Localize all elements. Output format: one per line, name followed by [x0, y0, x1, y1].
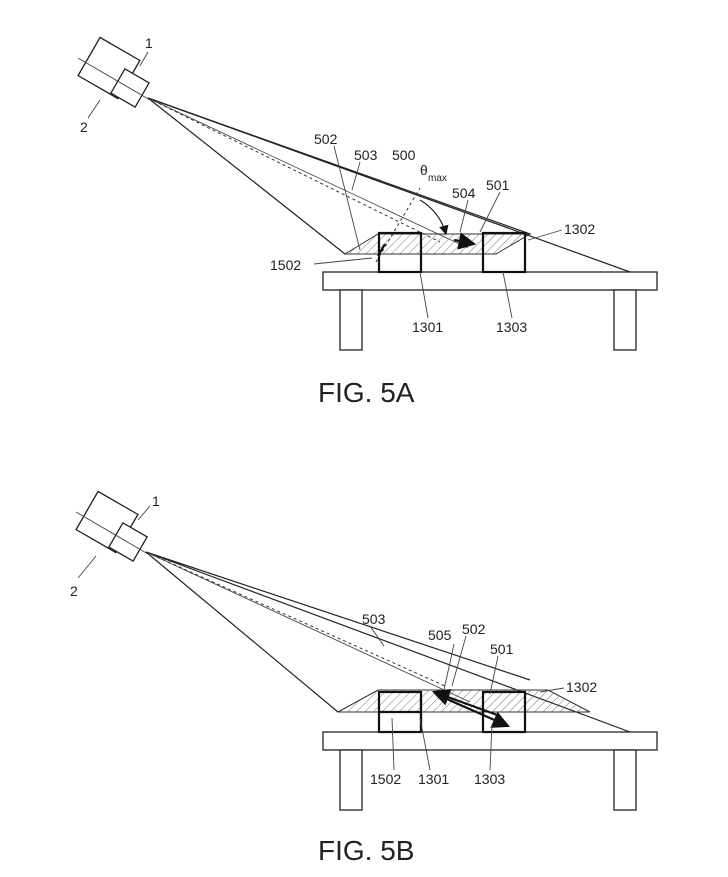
- label-500: 500: [392, 147, 416, 163]
- label-theta: θ: [420, 162, 428, 178]
- figure-5a-drawing: 1 2 502 503 500 θ max 504 501 1302 1502 …: [77, 35, 658, 408]
- label-501: 501: [486, 177, 510, 193]
- label-501: 501: [490, 641, 514, 657]
- label-1301: 1301: [412, 319, 443, 335]
- label-theta-sub: max: [428, 173, 447, 184]
- object-1303: [481, 231, 527, 274]
- leader-lines: [87, 51, 563, 319]
- label-503: 503: [362, 611, 386, 627]
- table: [322, 731, 658, 811]
- arrow-502: [439, 694, 511, 728]
- theta-max-arc: [419, 199, 449, 236]
- edge-1502: [377, 243, 386, 257]
- label-camera: 1: [152, 493, 160, 509]
- camera-device: [75, 490, 149, 563]
- figure-5b-drawing: 1 2 503 505 502 501 1302 1502 1301 1303 …: [70, 490, 658, 866]
- figure-5a: 1 2 502 503 500 θ max 504 501 1302 1502 …: [77, 35, 658, 408]
- label-504: 504: [452, 185, 476, 201]
- label-1302: 1302: [566, 679, 597, 695]
- normal-500: [375, 187, 421, 263]
- leader-lines: [77, 505, 565, 771]
- table: [322, 271, 658, 351]
- label-1303: 1303: [474, 771, 505, 787]
- label-housing: 2: [80, 119, 88, 135]
- figure-5b: 1 2 503 505 502 501 1302 1502 1301 1303 …: [0, 440, 728, 877]
- label-503: 503: [354, 147, 378, 163]
- label-505: 505: [428, 627, 452, 643]
- label-1502: 1502: [370, 771, 401, 787]
- caption-fig-5a: FIG. 5A: [318, 377, 415, 408]
- label-camera: 1: [145, 35, 153, 51]
- label-1302: 1302: [564, 221, 595, 237]
- camera-device: [77, 36, 151, 109]
- measurement-region: [337, 689, 591, 713]
- label-502: 502: [462, 621, 486, 637]
- arrow-504: [453, 232, 477, 250]
- label-1301: 1301: [418, 771, 449, 787]
- measurement-region: [343, 233, 532, 255]
- label-1303: 1303: [496, 319, 527, 335]
- label-502: 502: [314, 131, 338, 147]
- caption-fig-5b: FIG. 5B: [318, 835, 414, 866]
- object-1303: [481, 690, 527, 734]
- label-1502: 1502: [270, 257, 301, 273]
- label-housing: 2: [70, 583, 78, 599]
- arrow-505: [431, 688, 501, 718]
